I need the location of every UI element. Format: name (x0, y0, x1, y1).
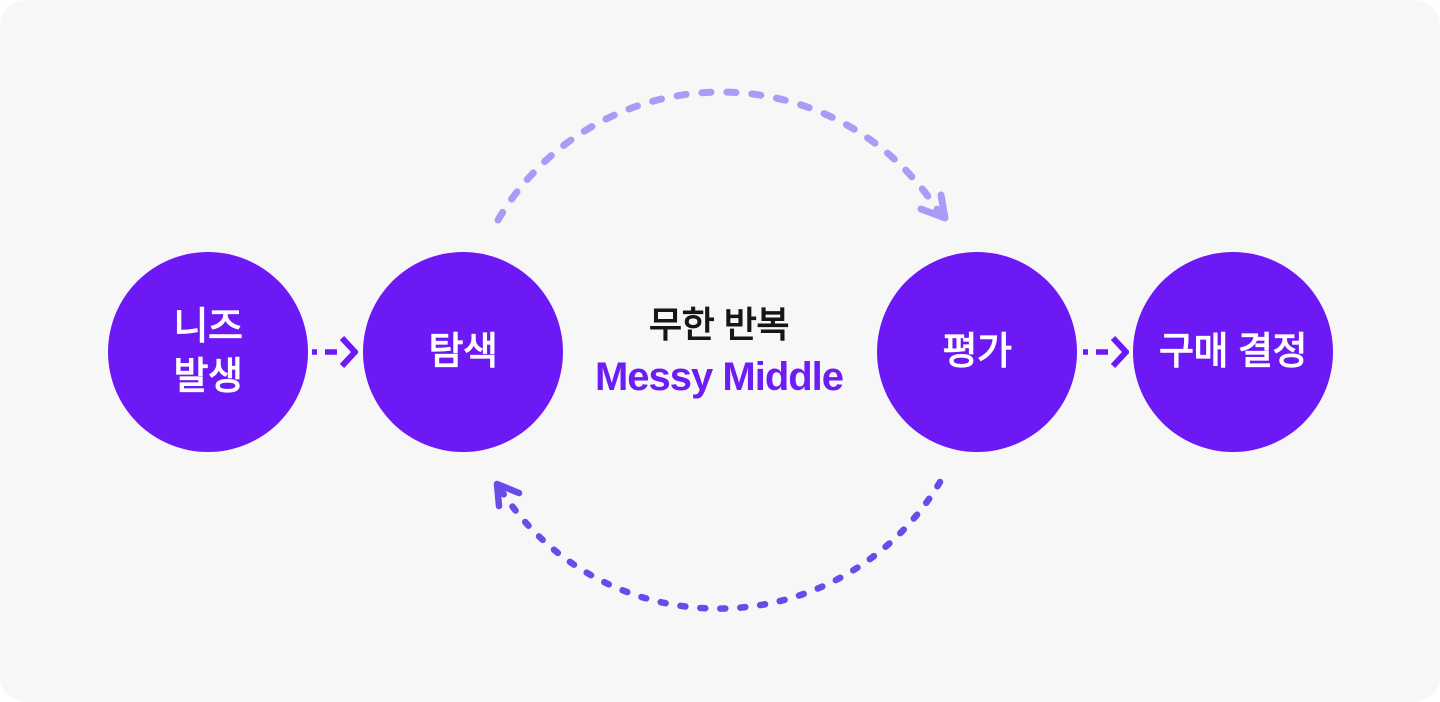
step-label-evaluate: 평가 (942, 330, 1012, 373)
arrow-chevron (339, 335, 358, 369)
arrow-chevron (1110, 335, 1129, 369)
center-subtitle: Messy Middle (594, 355, 844, 400)
step-label-explore: 탐색 (428, 330, 498, 373)
loop-bottom-arrowhead-icon (493, 480, 523, 510)
loop-top-arc (494, 88, 944, 224)
loop-bottom-arc (495, 478, 944, 612)
step-label-purchase: 구매 결정 (1159, 330, 1307, 373)
loop-top-arrowhead-icon (917, 191, 949, 222)
center-title: 무한 반복 (649, 303, 789, 345)
step-label-needs-line1: 니즈 (173, 305, 243, 348)
step-circle-needs: 니즈 발생 (108, 252, 308, 452)
step-circle-evaluate: 평가 (877, 252, 1077, 452)
step-circle-explore: 탐색 (363, 252, 563, 452)
dotted-arrow-icon (312, 335, 358, 369)
step-label-needs-line2: 발생 (173, 356, 243, 398)
step-circle-purchase: 구매 결정 (1133, 252, 1333, 452)
dotted-arrow-icon (1083, 335, 1129, 369)
center-caption: 무한 반복 Messy Middle (594, 303, 844, 401)
